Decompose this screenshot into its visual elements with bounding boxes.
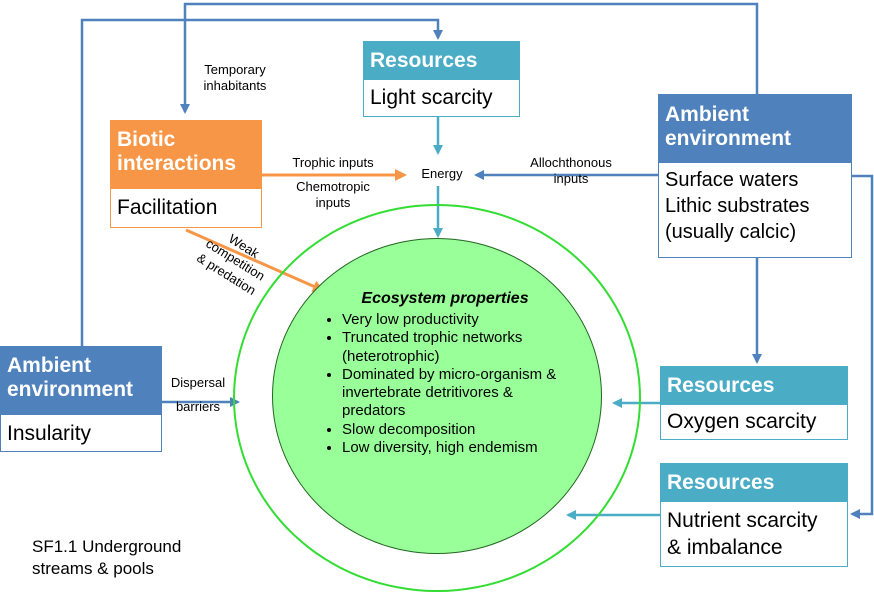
ambient-insularity-text: Insularity — [7, 422, 92, 445]
resources-oxygen-title: Resources — [661, 367, 847, 405]
ambient-insularity-title-line: Ambient — [7, 354, 91, 377]
resources-oxygen-box: Resources Oxygen scarcity — [660, 366, 848, 440]
resources-nutrient-box: Resources Nutrient scarcity & imbalance — [660, 463, 848, 567]
label-line: barriers — [175, 399, 221, 415]
ambient-surface-box: Ambient environment Surface waters Lithi… — [658, 94, 852, 258]
ambient-insularity-title: Ambient environment — [1, 347, 161, 415]
ecosystem-outer-ring — [233, 204, 641, 592]
biotic-title: Biotic interactions — [111, 121, 261, 189]
ecosystem-item: Dominated by micro-organism & invertebra… — [342, 366, 570, 421]
label-chemotropic-inputs: Chemotropic inputs — [278, 179, 388, 212]
resources-oxygen-text: Oxygen scarcity — [667, 410, 817, 433]
ambient-surface-title-line: environment — [665, 127, 792, 151]
label-energy: Energy — [421, 166, 463, 181]
figure-caption: SF1.1 Underground streams & pools — [32, 536, 181, 580]
resources-nutrient-line: Nutrient scarcity — [667, 509, 818, 532]
ambient-surface-line: Lithic substrates — [665, 195, 810, 217]
label-line: inputs — [553, 171, 589, 187]
label-line: inputs — [315, 195, 351, 211]
caption-line: streams & pools — [32, 559, 154, 579]
label-line: inhabitants — [203, 78, 267, 94]
resources-nutrient-title: Resources — [661, 464, 847, 502]
ambient-surface-title-line: Ambient — [665, 103, 749, 126]
resources-light-box: Resources Light scarcity — [363, 41, 520, 117]
ambient-surface-line: (usually calcic) — [665, 221, 797, 243]
arrow-ambient-to-biotic — [180, 2, 759, 114]
ambient-insularity-box: Ambient environment Insularity — [0, 346, 162, 452]
ecosystem-list: Very low productivity Truncated trophic … — [320, 311, 570, 457]
caption-line: SF1.1 Underground — [32, 537, 182, 556]
ambient-insularity-title-line: environment — [7, 378, 134, 402]
biotic-title-line: interactions — [117, 152, 237, 176]
ecosystem-item: Very low productivity — [342, 311, 570, 329]
label-line: Temporary — [204, 62, 266, 77]
ecosystem-item: Slow decomposition — [342, 421, 570, 439]
ecosystem-item: Low diversity, high endemism — [342, 439, 570, 457]
resources-nutrient-line: & imbalance — [667, 536, 783, 560]
ecosystem-item: Truncated trophic networks (heterotrophi… — [342, 329, 570, 366]
arrow-ambient-to-nutrient — [850, 174, 874, 519]
label-allochthonous-inputs: Allochthonous inputs — [516, 155, 626, 188]
ambient-surface-text: Surface waters Lithic substrates (usuall… — [659, 163, 851, 247]
label-line: Allochthonous — [530, 155, 612, 170]
label-trophic-inputs: Trophic inputs — [292, 155, 374, 170]
ecosystem-properties: Ecosystem properties Very low productivi… — [320, 290, 570, 457]
ecosystem-inner-circle — [272, 238, 602, 554]
label-line: Chemotropic — [296, 179, 370, 194]
biotic-text: Facilitation — [117, 196, 218, 219]
resources-light-title: Resources — [364, 42, 519, 80]
ambient-surface-title: Ambient environment — [659, 95, 851, 163]
arrow-insularity-to-light — [80, 18, 443, 346]
biotic-interactions-box: Biotic interactions Facilitation — [110, 120, 262, 228]
ecosystem-title: Ecosystem properties — [361, 290, 529, 307]
resources-nutrient-text: Nutrient scarcity & imbalance — [661, 502, 847, 564]
label-dispersal-barriers: Dispersal barriers — [160, 375, 236, 416]
label-line: Dispersal — [170, 375, 226, 390]
biotic-title-line: Biotic — [117, 128, 176, 151]
ambient-surface-line: Surface waters — [665, 169, 799, 191]
resources-light-text: Light scarcity — [370, 86, 493, 109]
label-temporary-inhabitants: Temporary inhabitants — [190, 62, 280, 95]
